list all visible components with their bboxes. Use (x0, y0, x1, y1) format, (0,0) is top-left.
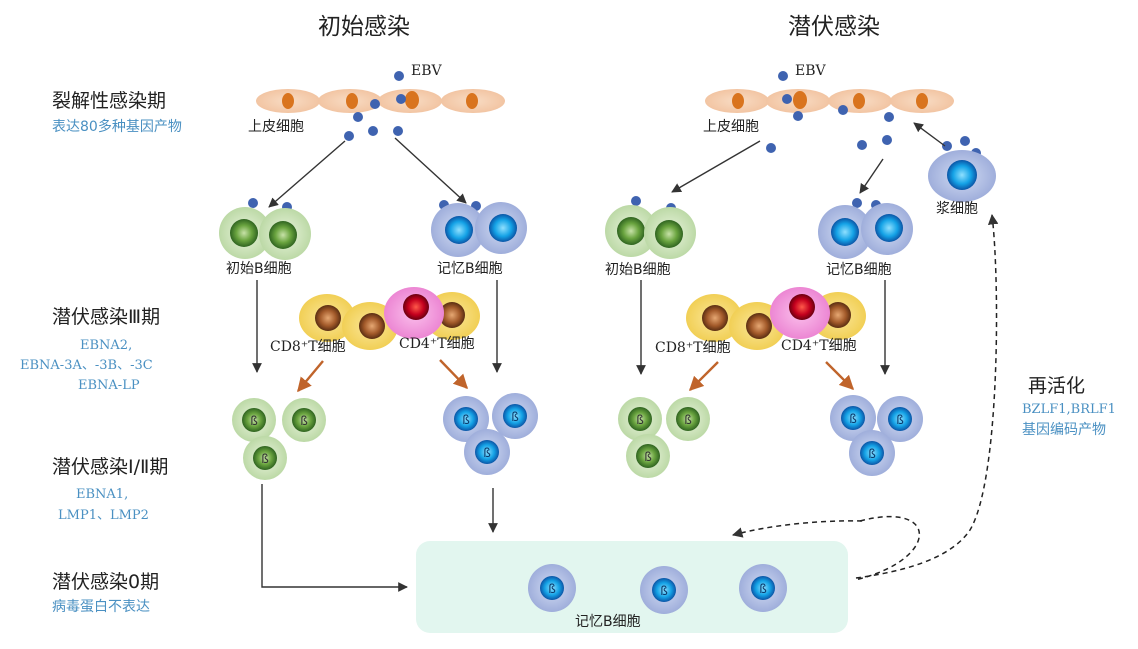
stage-latency3-line1: EBNA2, (80, 338, 133, 353)
plasma-cell-label: 浆细胞 (936, 201, 978, 217)
stage-latency3-title: 潜伏感染Ⅲ期 (52, 306, 161, 328)
svg-text:ß: ß (511, 410, 519, 424)
epithelial-label-left: 上皮细胞 (248, 119, 304, 135)
svg-text:ß: ß (759, 582, 767, 596)
stage-latency3-line3: EBNA-LP (78, 378, 140, 393)
stage-latency0-title: 潜伏感染0期 (52, 571, 160, 593)
title-latent-infection: 潜伏感染 (788, 14, 880, 40)
infected-memory-cluster-right: ß ß ß (830, 395, 923, 476)
svg-text:ß: ß (483, 446, 491, 460)
epithelial-layer-right (705, 89, 954, 113)
cd4-label-right: CD4⁺T细胞 (781, 338, 857, 354)
stage-latency12-title: 潜伏感染Ⅰ/Ⅱ期 (52, 456, 169, 478)
svg-text:ß: ß (644, 450, 652, 464)
epithelial-label-right: 上皮细胞 (703, 119, 759, 135)
infected-memory-cluster-left: ß ß ß (443, 393, 538, 475)
infected-naive-cluster-left: ß ß ß (232, 398, 326, 480)
naive-b-cells-left (219, 207, 311, 260)
svg-text:ß: ß (684, 413, 692, 427)
ebv-virions-right (631, 71, 981, 213)
plasma-cell (928, 150, 996, 202)
stage-latency3-line2: EBNA-3A、-3B、-3C (20, 358, 153, 373)
cd8-label-left: CD8⁺T细胞 (270, 339, 346, 355)
resting-memory-b-cells: ß ß ß (528, 564, 787, 614)
svg-text:ß: ß (250, 414, 258, 428)
memory-b-cells-left (431, 202, 527, 257)
cd4-label-left: CD4⁺T细胞 (399, 336, 475, 352)
reactivation-genes-line1: BZLF1,BRLF1 (1022, 402, 1116, 417)
arrow-to-memory-left (394, 137, 467, 204)
memory-b-label-right: 记忆B细胞 (826, 262, 892, 278)
naive-b-label-left: 初始B细胞 (226, 261, 292, 277)
t-cell-cluster-right (686, 287, 866, 350)
svg-text:ß: ß (300, 414, 308, 428)
cd8-label-right: CD8⁺T细胞 (655, 340, 731, 356)
stage-latency12-line1: EBNA1, (76, 487, 129, 502)
dashed-reactivation-arrow (855, 213, 999, 579)
stage-latency12-line2: LMP1、LMP2 (58, 508, 149, 523)
stage-lytic-desc: 表达80多种基因产物 (52, 119, 182, 135)
memory-b-label-left: 记忆B细胞 (437, 261, 503, 277)
svg-text:ß: ß (548, 582, 556, 596)
epithelial-layer-left (256, 89, 505, 113)
svg-text:ß: ß (462, 413, 470, 427)
reactivation-genes-line2: 基因编码产物 (1022, 422, 1106, 438)
naive-b-label-right: 初始B细胞 (605, 262, 671, 278)
memory-b-pool-label: 记忆B细胞 (575, 614, 641, 630)
svg-text:ß: ß (849, 412, 857, 426)
ebv-label-left: EBV (411, 63, 442, 79)
svg-text:ß: ß (868, 447, 876, 461)
arrow-to-naive-left (268, 140, 346, 208)
t-cell-cluster-left (299, 287, 480, 350)
dashed-return-loop (854, 515, 921, 581)
svg-text:ß: ß (660, 584, 668, 598)
svg-text:ß: ß (261, 452, 269, 466)
stage-lytic-title: 裂解性感染期 (52, 90, 167, 112)
ebv-label-right: EBV (795, 63, 826, 79)
title-initial-infection: 初始感染 (318, 14, 410, 40)
naive-b-cells-right (605, 205, 696, 259)
memory-b-cells-right (818, 203, 913, 259)
reactivation-title: 再活化 (1028, 375, 1086, 397)
svg-text:ß: ß (896, 413, 904, 427)
memory-b-pool-box (416, 541, 848, 633)
svg-text:ß: ß (636, 413, 644, 427)
stage-latency0-desc: 病毒蛋白不表达 (52, 599, 150, 615)
infected-naive-cluster-right: ß ß ß (618, 397, 710, 478)
